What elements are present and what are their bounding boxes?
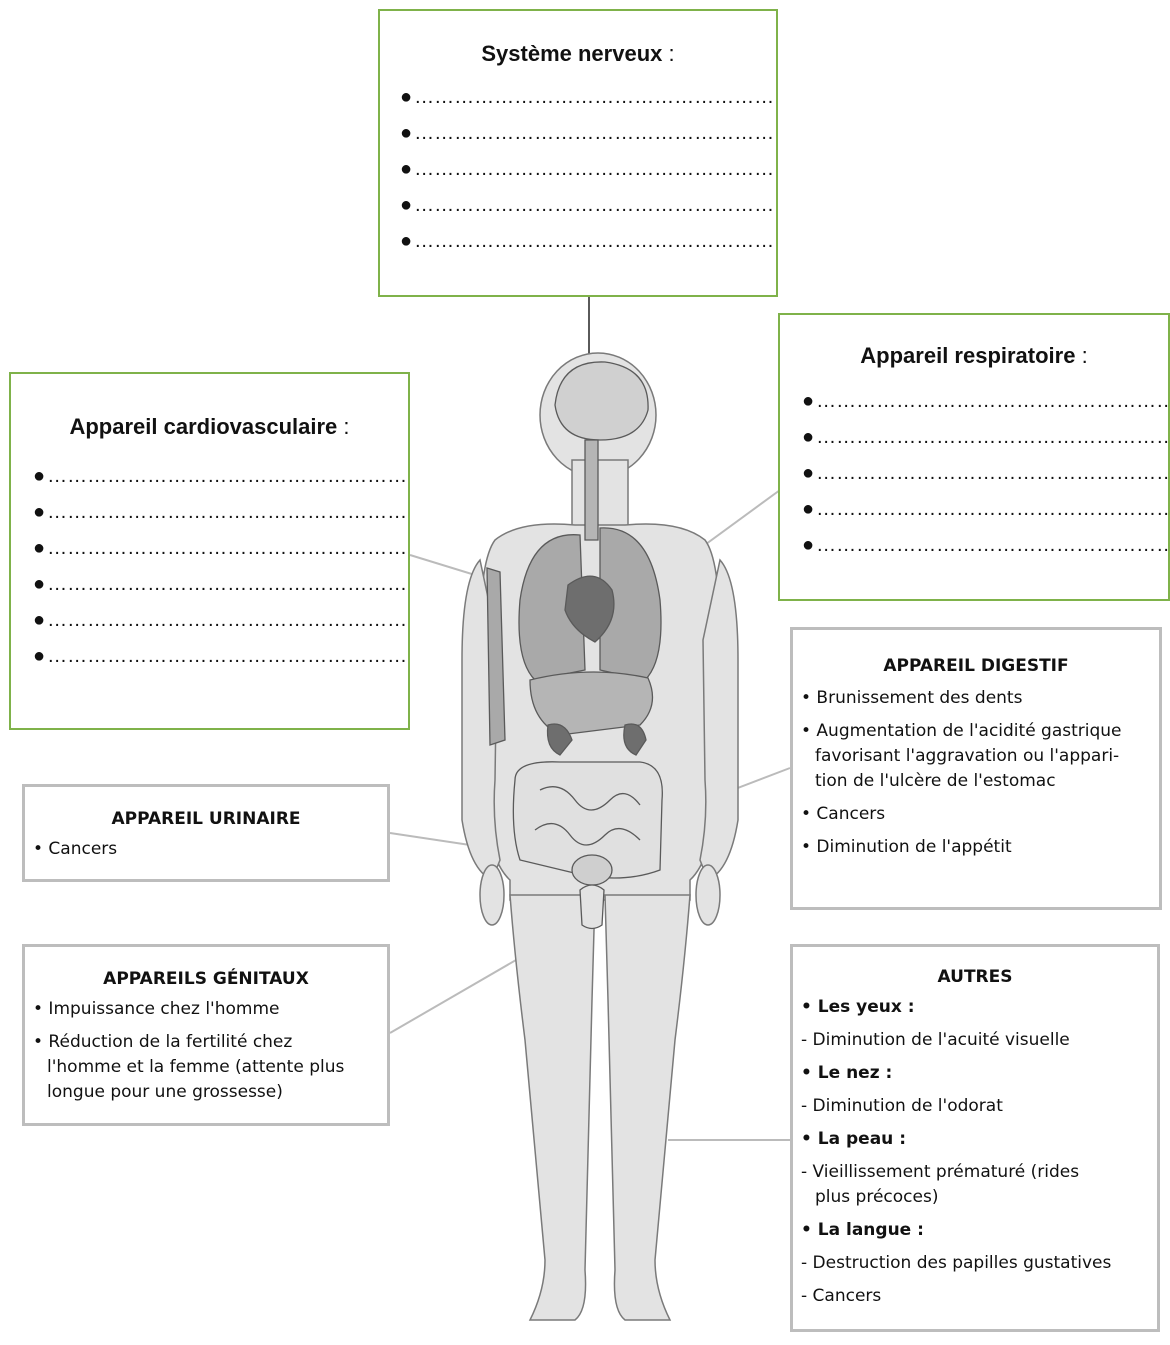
cardiovascular-system-title-text: Appareil cardiovasculaire: [69, 414, 337, 439]
others-heading: • La langue :: [801, 1218, 1149, 1243]
digestive-item: • Brunissement des dents: [801, 686, 1151, 711]
blank-line[interactable]: ●………………………………………………………: [33, 458, 408, 494]
digestive-system-box: APPAREIL DIGESTIF • Brunissement des den…: [790, 627, 1162, 910]
others-heading: • Les yeux :: [801, 995, 1149, 1020]
bladder: [572, 855, 612, 885]
blank-line-dots: ………………………………………………………: [47, 501, 408, 523]
blank-line[interactable]: ●………………………………………………………: [400, 79, 776, 115]
blank-line[interactable]: ●………………………………………………………: [802, 491, 1168, 527]
bullet-icon: ●: [33, 537, 45, 559]
blank-line[interactable]: ●………………………………………………………: [400, 151, 776, 187]
others-item: - Vieillissement prématuré (rides: [801, 1160, 1149, 1185]
urinary-system-box: APPAREIL URINAIRE • Cancers: [22, 784, 390, 882]
cardiovascular-system-box: Appareil cardiovasculaire : ●………………………………: [9, 372, 410, 730]
blank-line[interactable]: ●………………………………………………………: [33, 566, 408, 602]
bullet-icon: ●: [33, 573, 45, 595]
blank-line-dots: ………………………………………………………: [414, 86, 776, 108]
bullet-icon: ●: [33, 465, 45, 487]
others-box: AUTRES • Les yeux : - Diminution de l'ac…: [790, 944, 1160, 1332]
blank-line-dots: ………………………………………………………: [816, 498, 1168, 520]
bullet-icon: ●: [802, 426, 814, 448]
genital-system-title: APPAREILS GÉNITAUX: [33, 969, 379, 989]
bullet-icon: ●: [802, 534, 814, 556]
bullet-icon: ●: [400, 194, 412, 216]
cardiovascular-system-lines: ●……………………………………………………… ●……………………………………………: [11, 458, 408, 674]
digestive-item-continuation: tion de l'ulcère de l'estomac: [801, 769, 1151, 794]
blank-line[interactable]: ●………………………………………………………: [33, 494, 408, 530]
bullet-icon: ●: [33, 501, 45, 523]
nervous-system-lines: ●……………………………………………………… ●……………………………………………: [380, 79, 776, 259]
genital-system-box: APPAREILS GÉNITAUX • Impuissance chez l'…: [22, 944, 390, 1126]
bullet-icon: ●: [400, 158, 412, 180]
bullet-icon: ●: [802, 390, 814, 412]
cardiovascular-system-colon: :: [337, 414, 349, 439]
brain: [555, 362, 648, 440]
urinary-item: • Cancers: [33, 837, 379, 862]
genitals: [580, 885, 604, 929]
blank-line-dots: ………………………………………………………: [47, 465, 408, 487]
cardiovascular-system-title: Appareil cardiovasculaire :: [11, 414, 408, 440]
others-item: - Cancers: [801, 1284, 1149, 1309]
blank-line[interactable]: ●………………………………………………………: [802, 455, 1168, 491]
others-item: - Diminution de l'acuité visuelle: [801, 1028, 1149, 1053]
others-item-continuation: plus précoces): [801, 1185, 1149, 1210]
genital-item-continuation: longue pour une grossesse): [33, 1080, 379, 1105]
bullet-icon: ●: [802, 462, 814, 484]
genital-item-continuation: l'homme et la femme (attente plus: [33, 1055, 379, 1080]
blank-line-dots: ………………………………………………………: [816, 462, 1168, 484]
blank-line[interactable]: ●………………………………………………………: [33, 638, 408, 674]
blank-line-dots: ………………………………………………………: [816, 426, 1168, 448]
respiratory-system-title-text: Appareil respiratoire: [860, 343, 1075, 368]
blank-line[interactable]: ●………………………………………………………: [802, 527, 1168, 563]
blank-line[interactable]: ●………………………………………………………: [400, 187, 776, 223]
bullet-icon: ●: [802, 498, 814, 520]
genital-item: • Impuissance chez l'homme: [33, 997, 379, 1022]
urinary-system-title: APPAREIL URINAIRE: [33, 809, 379, 829]
others-item: - Destruction des papilles gustatives: [801, 1251, 1149, 1276]
digestive-item: • Diminution de l'appétit: [801, 835, 1151, 860]
others-title: AUTRES: [801, 967, 1149, 987]
nervous-system-box: Système nerveux : ●…………………………………………………………: [378, 9, 778, 297]
digestive-item: • Augmentation de l'acidité gastrique: [801, 719, 1151, 744]
respiratory-system-colon: :: [1075, 343, 1087, 368]
blank-line-dots: ………………………………………………………: [47, 573, 408, 595]
trachea: [585, 440, 598, 540]
blank-line-dots: ………………………………………………………: [414, 194, 776, 216]
others-item: - Diminution de l'odorat: [801, 1094, 1149, 1119]
nervous-system-title-text: Système nerveux: [481, 41, 662, 66]
blank-line[interactable]: ●………………………………………………………: [400, 223, 776, 259]
blank-line-dots: ………………………………………………………: [816, 390, 1168, 412]
bullet-icon: ●: [400, 86, 412, 108]
blank-line[interactable]: ●………………………………………………………: [33, 530, 408, 566]
bullet-icon: ●: [33, 609, 45, 631]
respiratory-system-lines: ●……………………………………………………… ●……………………………………………: [780, 383, 1168, 563]
blank-line-dots: ………………………………………………………: [816, 534, 1168, 556]
bullet-icon: ●: [400, 230, 412, 252]
others-heading: • La peau :: [801, 1127, 1149, 1152]
genital-item: • Réduction de la fertilité chez: [33, 1030, 379, 1055]
blank-line-dots: ………………………………………………………: [47, 609, 408, 631]
others-heading: • Le nez :: [801, 1061, 1149, 1086]
blank-line[interactable]: ●………………………………………………………: [400, 115, 776, 151]
blank-line[interactable]: ●………………………………………………………: [802, 419, 1168, 455]
bullet-icon: ●: [400, 122, 412, 144]
blank-line[interactable]: ●………………………………………………………: [33, 602, 408, 638]
nervous-system-colon: :: [662, 41, 674, 66]
blank-line-dots: ………………………………………………………: [414, 158, 776, 180]
nervous-system-title: Système nerveux :: [380, 41, 776, 67]
blank-line-dots: ………………………………………………………: [47, 645, 408, 667]
blank-line[interactable]: ●………………………………………………………: [802, 383, 1168, 419]
blank-line-dots: ………………………………………………………: [414, 122, 776, 144]
digestive-item-continuation: favorisant l'aggravation ou l'appari-: [801, 744, 1151, 769]
blank-line-dots: ………………………………………………………: [414, 230, 776, 252]
blank-line-dots: ………………………………………………………: [47, 537, 408, 559]
respiratory-system-title: Appareil respiratoire :: [780, 343, 1168, 369]
digestive-item: • Cancers: [801, 802, 1151, 827]
bullet-icon: ●: [33, 645, 45, 667]
respiratory-system-box: Appareil respiratoire : ●…………………………………………: [778, 313, 1170, 601]
digestive-system-title: APPAREIL DIGESTIF: [801, 656, 1151, 676]
